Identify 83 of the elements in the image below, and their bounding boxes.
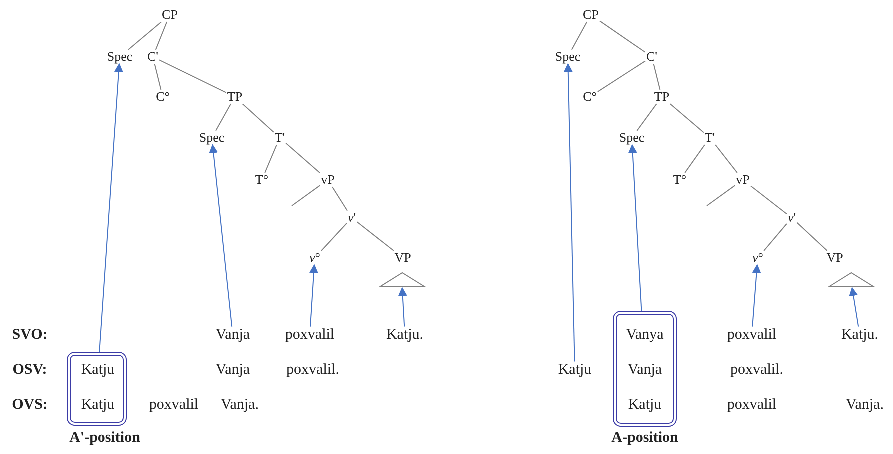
word: Katju.: [840, 326, 880, 344]
tree-node-label: T': [274, 130, 286, 146]
tree-node-label: C°: [582, 90, 598, 104]
word: Katju: [627, 396, 663, 414]
tree-node-label: v': [786, 210, 798, 226]
tree-branch: [242, 104, 274, 133]
tree-branch: [128, 22, 162, 50]
tree-branch: [706, 185, 736, 206]
tree-branch: [796, 222, 828, 252]
word: Katju.: [385, 326, 425, 344]
tree-node-label: v': [346, 210, 358, 226]
tree-node-label: TP: [226, 90, 244, 104]
tree-node-label: vP: [735, 172, 751, 188]
movement-arrow: [99, 63, 124, 352]
tree-node-label: C': [146, 50, 160, 64]
word: Vanja.: [220, 396, 260, 414]
tree-branch: [670, 104, 704, 134]
word: Vanja: [214, 362, 252, 378]
word: poxvalil: [726, 396, 778, 414]
tree-node-label: T': [704, 130, 716, 146]
tree-node-label: TP: [653, 90, 671, 104]
tree-branch: [600, 20, 646, 53]
tree-branch: [653, 64, 661, 90]
tree-branch: [154, 64, 162, 90]
position-caption: A'-position: [68, 430, 142, 446]
word: poxvalil: [148, 396, 200, 414]
tree-node-label: Spec: [618, 130, 646, 146]
word: poxvalil.: [730, 362, 784, 378]
word: Katju: [80, 396, 116, 414]
tree-node-label: Spec: [106, 50, 134, 64]
word: Katju: [80, 362, 116, 378]
tree-branch: [684, 144, 706, 174]
tree-node-label: VP: [394, 250, 412, 266]
tree-node-label: CP: [161, 8, 179, 22]
word: Vanja.: [845, 396, 885, 414]
tree-branch: [321, 223, 348, 252]
movement-arrow: [849, 287, 860, 328]
word: poxvalil: [726, 326, 778, 344]
position-box: [613, 311, 677, 427]
tree-node-label: T°: [672, 172, 688, 188]
tree-node-label: C°: [155, 90, 171, 104]
position-caption: A-position: [610, 430, 680, 446]
word: Katju: [557, 362, 593, 378]
triangle-symbol: [378, 272, 426, 288]
tree-branch: [292, 185, 321, 206]
tree-branch: [216, 104, 232, 132]
movement-arrow: [628, 144, 642, 312]
row-label: OVS:: [11, 396, 49, 414]
tree-branch: [597, 60, 646, 92]
tree-branch: [159, 60, 227, 94]
tree-node-label: VP: [826, 250, 844, 266]
position-box: [67, 352, 127, 426]
tree-branch: [715, 144, 738, 174]
tree-node-label: Spec: [198, 130, 226, 146]
tree-node-label: T°: [254, 172, 270, 188]
tree-node-label: vP: [320, 172, 336, 188]
tree-branch: [764, 224, 788, 252]
tree-branch: [356, 222, 394, 252]
movement-arrow: [398, 287, 408, 328]
word: Vanya: [625, 326, 665, 344]
movement-arrow: [309, 264, 318, 328]
row-label: SVO:: [11, 326, 49, 344]
tree-node-label: v°: [308, 250, 322, 266]
movement-arrow: [564, 63, 576, 362]
tree-branch: [571, 22, 588, 50]
tree-node-label: C': [646, 50, 658, 64]
tree-branch: [286, 142, 321, 174]
word: Vanja: [626, 362, 664, 378]
tree-branch: [636, 104, 658, 132]
tree-node-label: v°: [752, 250, 764, 266]
movement-arrow: [752, 264, 762, 328]
tree-branch: [332, 186, 348, 212]
tree-branch: [155, 22, 168, 50]
word: Vanja: [214, 326, 252, 344]
triangle-symbol: [828, 272, 874, 288]
tree-node-label: CP: [582, 8, 600, 22]
movement-arrow: [209, 144, 233, 328]
row-label: OSV:: [12, 362, 48, 378]
tree-branch: [750, 186, 788, 215]
tree-node-label: Spec: [554, 50, 582, 64]
word: poxvalil.: [286, 362, 340, 378]
tree-branch: [264, 144, 278, 174]
word: poxvalil: [284, 326, 336, 344]
